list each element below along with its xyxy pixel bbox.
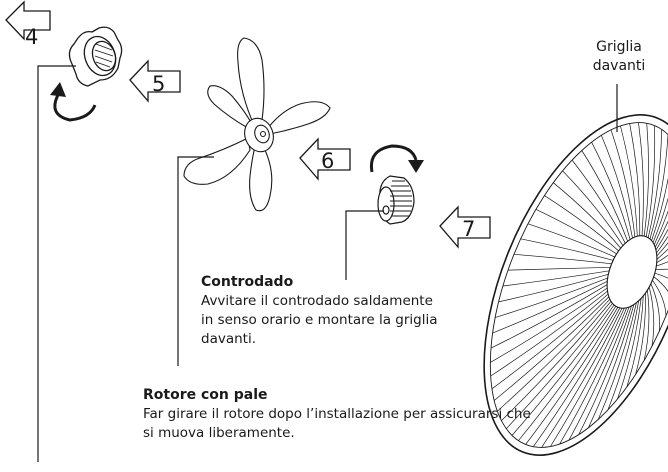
grille-spoke	[494, 277, 608, 318]
locknut-text-2: in senso orario e montare la griglia	[201, 312, 438, 328]
grille-spoke	[617, 298, 642, 400]
locknut-text-1: Avvitare il controdado saldamente	[201, 293, 433, 309]
grille-spoke	[656, 254, 668, 263]
grille-spoke	[571, 159, 626, 244]
grille-spoke	[562, 170, 624, 246]
rotor-title: Rotore con pale	[143, 387, 268, 403]
locknut-title: Controdado	[201, 274, 294, 290]
grille-spoke	[507, 266, 611, 271]
grille-spoke	[513, 253, 612, 265]
grille-spoke	[490, 290, 608, 377]
locknut-text-3: davanti.	[201, 331, 256, 347]
rotation-arrow-left	[50, 82, 97, 122]
ring-nut	[68, 26, 123, 87]
grille-spoke	[597, 302, 637, 420]
rotor-leader	[177, 156, 214, 366]
grille-spoke	[490, 287, 608, 363]
grille-spoke	[493, 296, 610, 401]
rotor-text-2: si muova liberamente.	[143, 425, 295, 441]
grille-spoke	[626, 295, 644, 388]
grille-spoke	[578, 305, 632, 435]
step-5-number: 5	[152, 72, 165, 96]
grille-spoke	[652, 279, 667, 316]
grille-spoke	[643, 290, 650, 361]
grille-spoke	[650, 283, 660, 332]
grille-spoke	[629, 123, 641, 236]
grille-spoke	[647, 129, 662, 238]
grille-spoke	[527, 223, 615, 258]
grille-spoke	[620, 125, 638, 237]
ring-nut-leader	[37, 65, 76, 462]
grille-spoke	[492, 280, 608, 334]
grille-spoke	[652, 197, 668, 243]
grille-spoke	[511, 304, 615, 436]
grille-spokes	[490, 122, 668, 448]
step-6-arrow: 6	[299, 137, 351, 181]
leader-lines	[37, 65, 618, 462]
grille-spoke	[525, 307, 619, 445]
step-7-arrow: 7	[439, 205, 491, 249]
grille-spoke	[656, 248, 668, 260]
fan-rotor	[183, 37, 331, 212]
step-5-arrow: 5	[129, 59, 181, 103]
grille-spoke	[656, 235, 668, 254]
grille-spoke	[490, 284, 608, 349]
grille-spoke	[559, 307, 628, 445]
grille-spoke	[649, 134, 668, 240]
grille-spoke	[553, 182, 621, 249]
grille-spoke	[651, 177, 668, 241]
rotation-arrow-right	[369, 144, 424, 173]
grille-spoke	[648, 286, 655, 347]
grille-spoke	[520, 238, 614, 261]
grille-spoke	[491, 293, 609, 390]
grille-spoke	[568, 306, 630, 441]
grille-spoke	[653, 210, 668, 245]
grille-spoke	[607, 300, 640, 411]
grille-spoke	[610, 129, 636, 238]
grille-spoke	[643, 123, 649, 237]
grille-spoke	[654, 220, 668, 248]
grille-spoke	[591, 142, 631, 240]
grille-spoke	[654, 272, 668, 279]
grille-spoke	[656, 261, 668, 267]
locknut	[377, 175, 415, 225]
front-grille	[483, 114, 668, 456]
grille-spoke	[544, 195, 619, 252]
grille-spoke	[600, 135, 633, 239]
grille-spoke	[550, 307, 625, 447]
grille-spoke	[535, 208, 617, 255]
grille-spoke	[655, 228, 668, 251]
grille-spoke	[638, 122, 644, 236]
step-4-number: 4	[25, 25, 38, 49]
grille-spoke	[581, 150, 628, 242]
rotor-caption: Rotore con pale Far girare il rotore dop…	[143, 386, 643, 443]
grille-spoke	[498, 273, 609, 303]
grille-spoke	[645, 125, 656, 237]
grille-spoke	[533, 307, 621, 447]
grille-spoke	[541, 308, 623, 448]
locknut-leader	[345, 210, 384, 280]
grille-spoke	[655, 268, 668, 271]
front-grille-label: Griglia davanti	[592, 39, 646, 74]
grille-spoke	[653, 276, 668, 293]
grille-spoke	[506, 303, 613, 429]
grille-spoke	[497, 298, 611, 412]
locknut-caption: Controdado Avvitare il controdado saldam…	[201, 273, 441, 349]
grille-spoke	[502, 270, 610, 287]
grille-spoke	[518, 306, 617, 441]
step-6-number: 6	[321, 149, 334, 173]
grille-spoke	[656, 242, 668, 257]
grille-spoke	[501, 301, 612, 421]
step-7-number: 7	[462, 217, 475, 241]
step-4-arrow: 4	[5, 0, 51, 49]
grille-spoke	[588, 304, 635, 428]
rotor-text-1: Far girare il rotore dopo l’installazion…	[143, 406, 531, 422]
grille-spoke	[635, 293, 646, 375]
